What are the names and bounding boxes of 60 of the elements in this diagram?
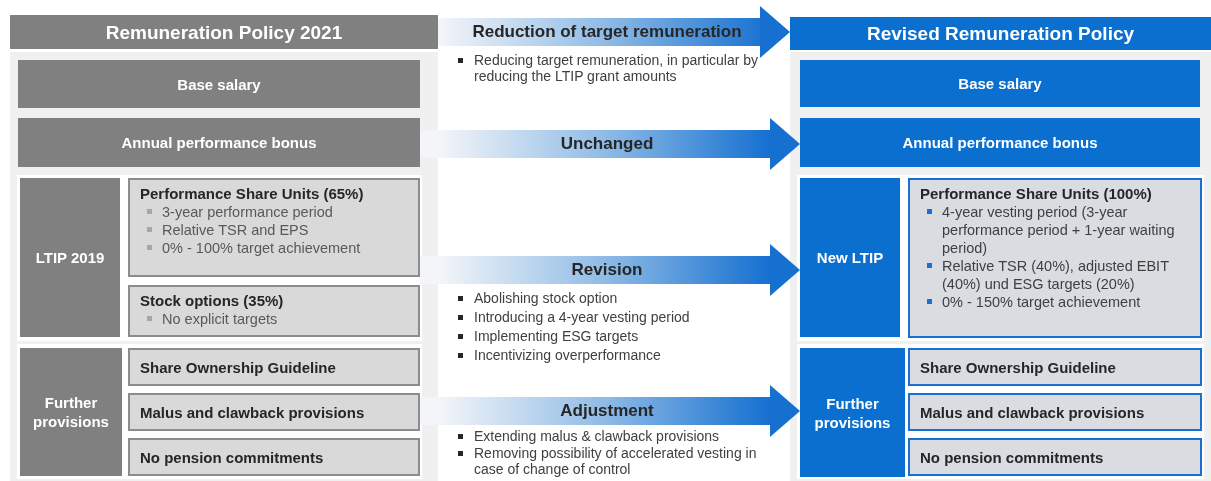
box-label: Base salary: [958, 74, 1042, 93]
item-box: [908, 438, 1202, 476]
bullet-text: No explicit targets: [140, 310, 408, 328]
bullet-text: Relative TSR and EPS: [140, 221, 408, 239]
bullet-text: Reducing target remuneration, in particular by reducing the LTIP grant amounts: [452, 52, 774, 84]
bullet-text: 3-year performance period: [140, 203, 408, 221]
edge-label: Revision: [571, 260, 643, 280]
box-label: Further provisions: [813, 393, 892, 432]
item-box: [128, 348, 420, 386]
arrow: [420, 385, 800, 437]
box-label: Malus and clawback provisions: [140, 402, 366, 422]
edge-label: Reduction of target remuneration: [472, 22, 742, 42]
item-box: [128, 438, 420, 476]
box-heading: Stock options (35%): [140, 291, 285, 310]
bullet-text: 0% - 100% target achievement: [140, 239, 408, 257]
bullet-text: Incentivizing overperformance: [452, 347, 772, 363]
bullet-text: Removing possibility of accelerated vesting in case of change of control: [452, 445, 782, 477]
box-heading: Performance Share Units (100%): [920, 184, 1153, 203]
box-label: No pension commitments: [920, 447, 1105, 467]
box-label: Share Ownership Guideline: [140, 357, 337, 377]
category-box: [20, 348, 122, 476]
bullet-text: Implementing ESG targets: [452, 328, 772, 344]
bullet-text: 4-year vesting period (3-year performance period + 1-year waiting period): [920, 203, 1190, 257]
item-box: [908, 178, 1202, 338]
bullet-text: Relative TSR (40%), adjusted EBIT (40%) und ESG targets (20%): [920, 257, 1190, 293]
edge-label: Unchanged: [560, 134, 654, 154]
box-label: Further provisions: [32, 393, 110, 431]
item-box: [908, 348, 1202, 386]
box-heading: Performance Share Units (65%): [140, 184, 365, 203]
category-box: [800, 178, 900, 337]
bullet-text: Introducing a 4-year vesting period: [452, 309, 772, 325]
box-label: LTIP 2019: [35, 248, 105, 267]
category-box: [800, 118, 1200, 167]
category-box: [18, 60, 420, 108]
box-label: Malus and clawback provisions: [920, 402, 1146, 422]
box-label: Share Ownership Guideline: [920, 357, 1117, 377]
category-box: [800, 348, 905, 477]
edge-label: Adjustment: [560, 401, 654, 421]
bullet-text: 0% - 150% target achievement: [920, 293, 1190, 311]
bullet-text: Abolishing stock option: [452, 290, 772, 306]
header-bar: [10, 15, 438, 49]
bullet-text: Extending malus & clawback provisions: [452, 428, 782, 444]
box-label: No pension commitments: [140, 447, 325, 467]
arrow: [420, 118, 800, 170]
box-label: Revised Remuneration Policy: [866, 22, 1135, 45]
category-box: [800, 60, 1200, 107]
item-box: [128, 285, 420, 337]
box-label: Base salary: [177, 74, 261, 94]
box-label: Annual performance bonus: [902, 133, 1098, 152]
item-box: [128, 393, 420, 431]
box-label: Annual performance bonus: [121, 133, 317, 152]
arrow: [438, 6, 790, 58]
header-bar: [790, 17, 1211, 50]
box-label: New LTIP: [816, 248, 884, 267]
item-box: [908, 393, 1202, 431]
box-label: Remuneration Policy 2021: [105, 20, 343, 44]
arrow: [420, 244, 800, 296]
category-box: [20, 178, 120, 337]
category-box: [18, 118, 420, 167]
item-box: [128, 178, 420, 277]
